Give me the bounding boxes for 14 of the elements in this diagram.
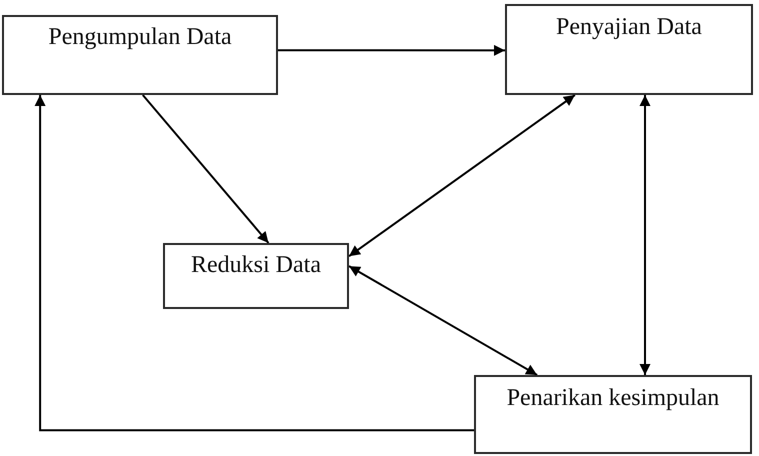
arrow [278,44,505,56]
process-box [163,243,349,309]
node-label: Penyajian Data [556,14,702,40]
arrow [142,94,270,244]
arrow [640,95,650,375]
arrow [348,94,576,258]
arrow [348,265,538,376]
process-box [2,15,278,95]
node-label: Reduksi Data [191,252,321,278]
node-label: Pengumpulan Data [48,24,232,50]
node-label: Penarikan kesimpulan [506,385,720,412]
arrow [34,95,474,432]
process-box [474,375,752,454]
process-box [505,4,753,95]
